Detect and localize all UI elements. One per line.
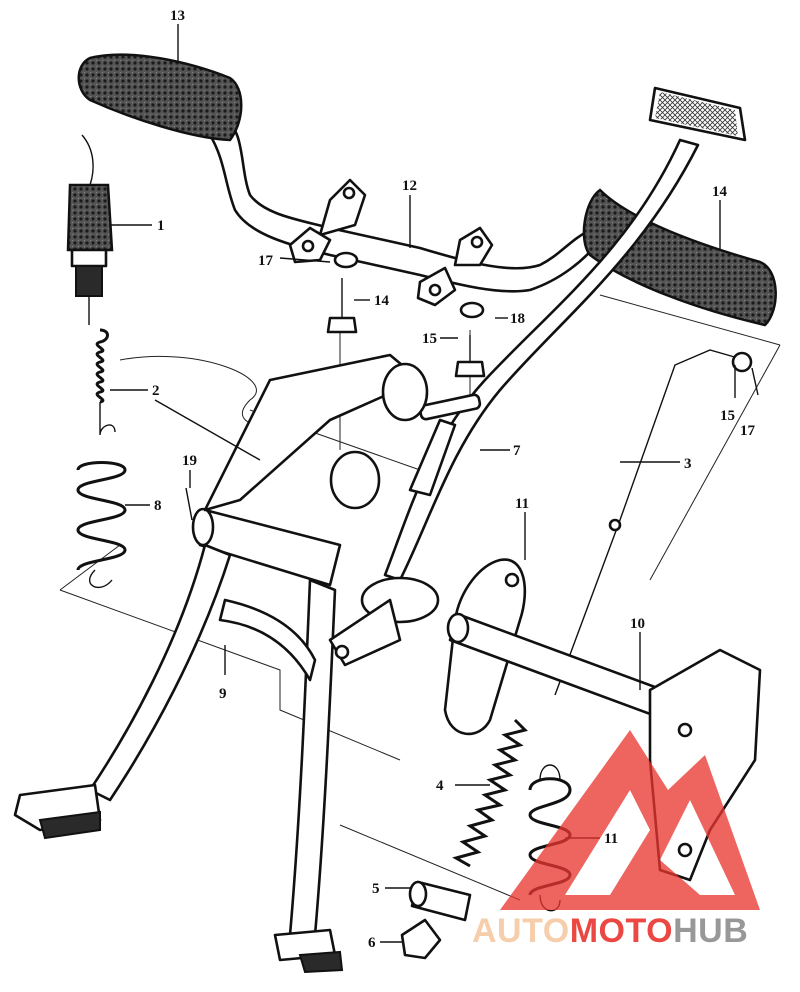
bolt-left bbox=[326, 278, 358, 334]
label-15-right: 15 bbox=[422, 331, 437, 347]
label-18: 17 bbox=[740, 423, 756, 439]
brake-spring bbox=[452, 718, 528, 868]
watermark-hub: HUB bbox=[673, 912, 748, 950]
label-14-right: 14 bbox=[712, 184, 728, 200]
label-6: 6 bbox=[368, 935, 376, 951]
watermark-triangle-icon bbox=[500, 730, 760, 910]
stop-switch bbox=[66, 134, 114, 325]
bushing bbox=[408, 880, 472, 922]
main-stand bbox=[13, 353, 429, 974]
brake-pedal bbox=[383, 86, 747, 582]
label-15-left: 14 bbox=[374, 293, 390, 309]
washer-right bbox=[459, 301, 485, 319]
thin-spring bbox=[95, 328, 116, 436]
label-3: 3 bbox=[684, 456, 692, 472]
label-13: 12 bbox=[402, 178, 417, 194]
label-10: 10 bbox=[630, 616, 645, 632]
label-12: 11 bbox=[515, 496, 529, 512]
label-2: 2 bbox=[152, 383, 160, 399]
cotter-pin bbox=[185, 487, 193, 521]
label-5: 5 bbox=[372, 881, 380, 897]
brake-rod bbox=[554, 349, 753, 696]
label-16: 15 bbox=[720, 408, 735, 424]
svg-text:AUTOMOTOHUB: AUTOMOTOHUB bbox=[472, 912, 748, 950]
label-9: 9 bbox=[219, 686, 227, 702]
watermark-moto: MOTO bbox=[570, 912, 673, 950]
split-pin bbox=[751, 367, 759, 396]
washer-left bbox=[333, 251, 359, 269]
label-4: 4 bbox=[436, 778, 444, 794]
label-14-left: 13 bbox=[170, 8, 185, 24]
label-8: 8 bbox=[154, 498, 162, 514]
label-19: 19 bbox=[182, 453, 197, 469]
nut bbox=[400, 918, 442, 960]
label-17-left: 17 bbox=[258, 253, 274, 269]
label-7: 7 bbox=[513, 443, 521, 459]
label-1: 1 bbox=[157, 218, 165, 234]
footrest-bar bbox=[208, 118, 602, 307]
part-number-labels: 13 1 2 8 19 9 12 14 17 14 18 15 15 17 7 … bbox=[152, 8, 756, 951]
label-11: 11 bbox=[604, 831, 618, 847]
watermark-auto: AUTO bbox=[472, 912, 570, 950]
bolt-right bbox=[454, 335, 486, 378]
automotohub-watermark: AUTOMOTOHUB bbox=[472, 730, 760, 950]
return-spring bbox=[76, 461, 127, 589]
left-rubber-grip bbox=[77, 53, 243, 142]
label-17-right: 18 bbox=[510, 311, 525, 327]
